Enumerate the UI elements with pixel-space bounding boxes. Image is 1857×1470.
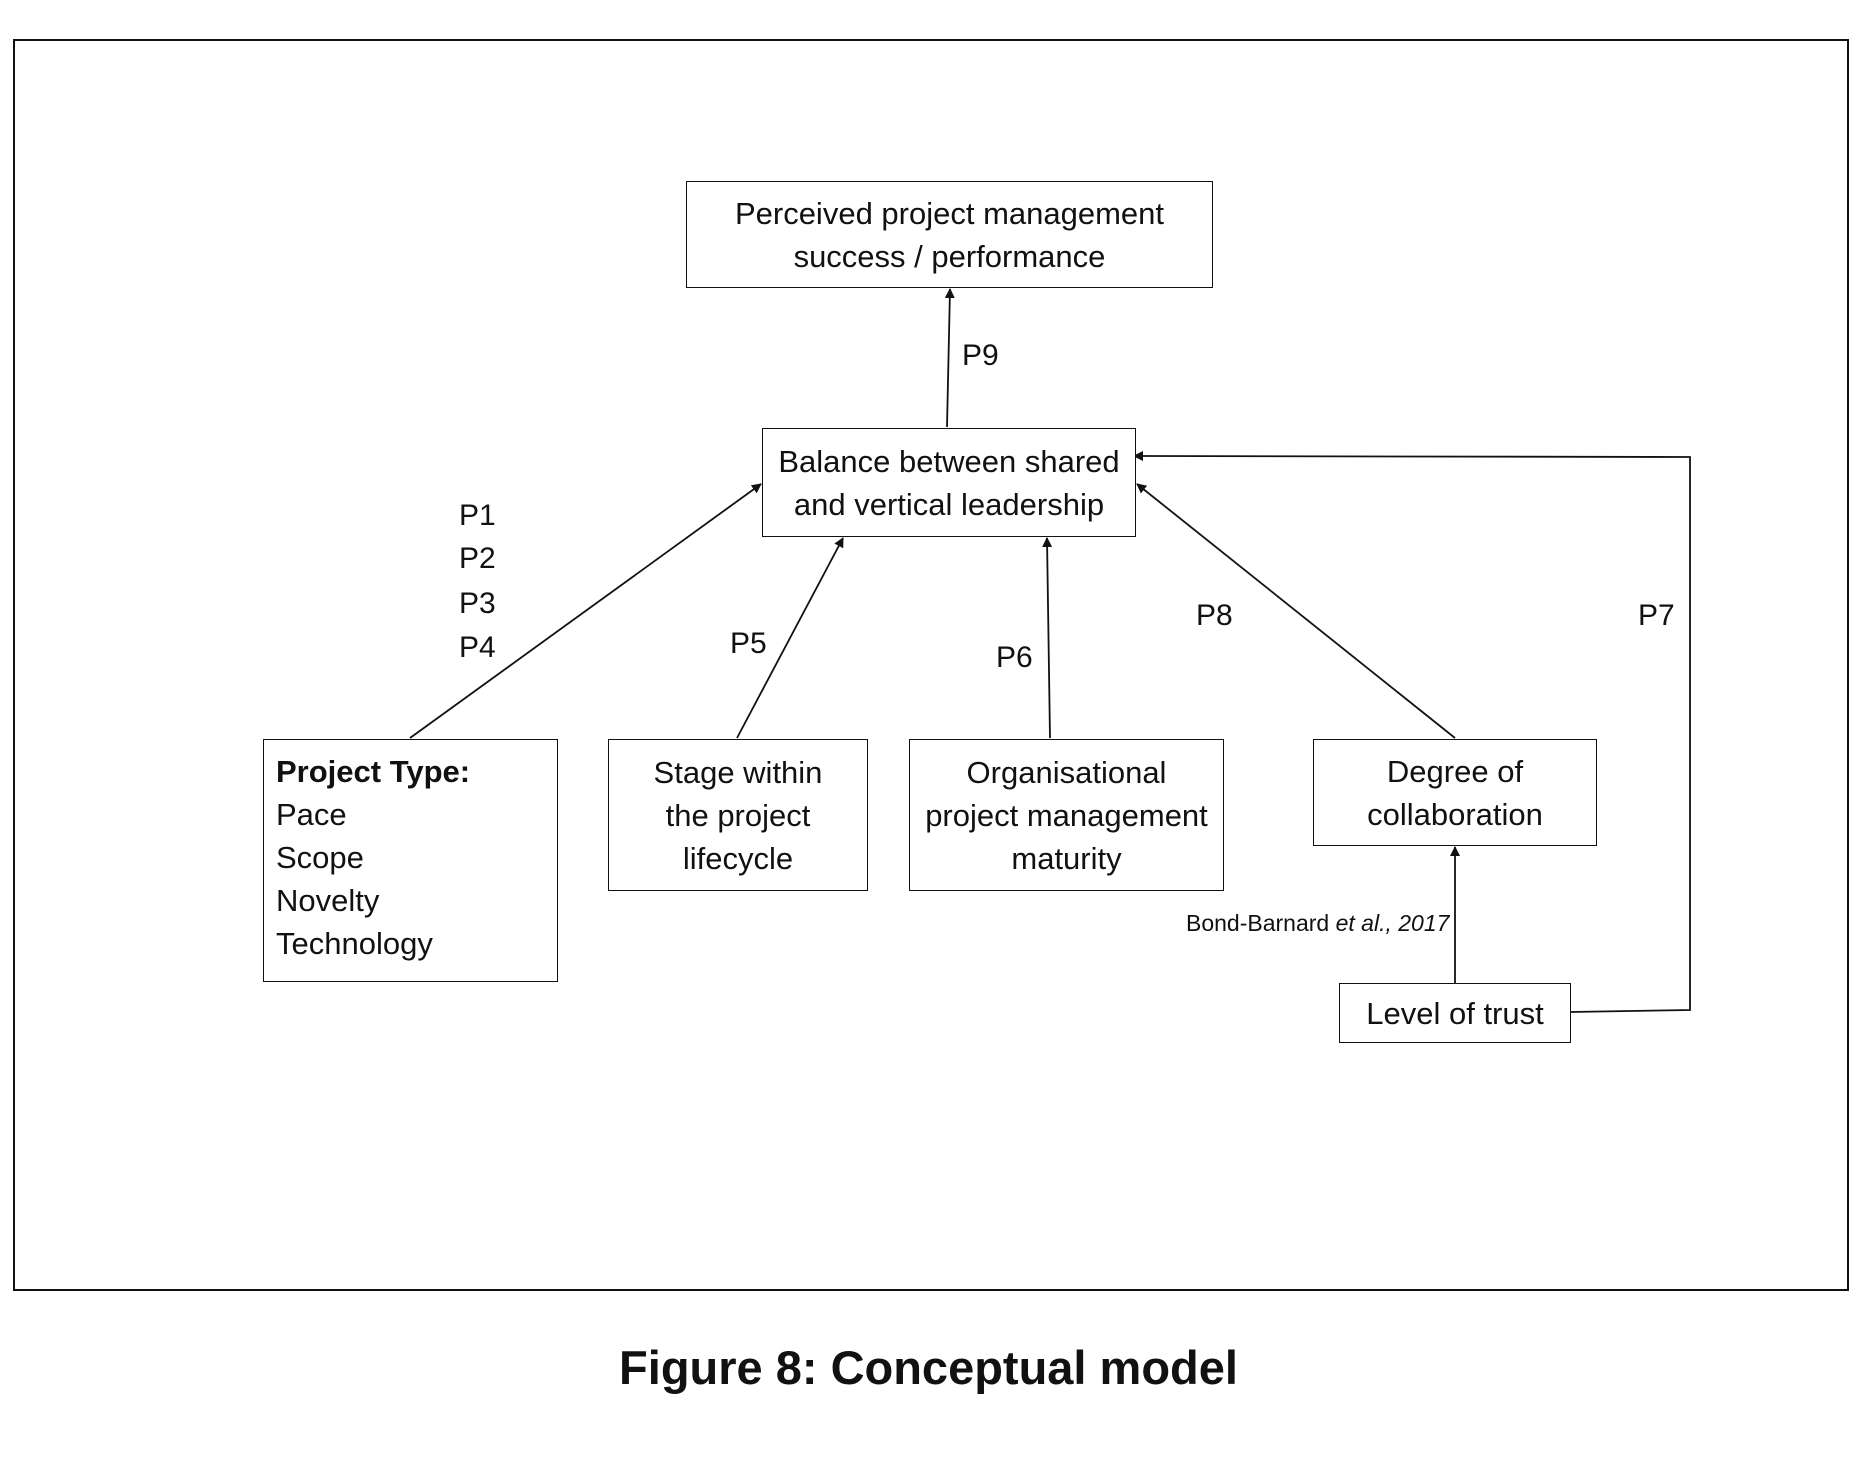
figure-caption: Figure 8: Conceptual model bbox=[619, 1341, 1238, 1394]
edge-label-p5: P5 bbox=[730, 627, 767, 660]
edge-label-p8: P8 bbox=[1196, 599, 1233, 632]
node-stage-line-2: the project bbox=[665, 797, 811, 833]
arrow-p6 bbox=[1042, 537, 1053, 739]
figure-frame bbox=[13, 39, 1849, 1291]
arrow-p9 bbox=[944, 288, 955, 428]
citation-authors: Bond-Barnard bbox=[1186, 910, 1336, 936]
arrow-p1-p4 bbox=[409, 483, 762, 739]
edge-label-p3: P3 bbox=[459, 587, 496, 620]
citation-label: Bond-Barnard et al., 2017 bbox=[1186, 910, 1449, 937]
edge-label-p6: P6 bbox=[996, 641, 1033, 674]
edge-label-p1: P1 bbox=[459, 499, 496, 532]
node-collaboration: Degree of collaboration bbox=[1313, 739, 1597, 846]
node-trust-line-1: Level of trust bbox=[1366, 995, 1544, 1031]
node-maturity-line-3: maturity bbox=[1011, 840, 1122, 876]
node-project-type-scope: Scope bbox=[276, 840, 364, 875]
arrow-p8 bbox=[1136, 483, 1456, 739]
node-stage-line-3: lifecycle bbox=[682, 840, 794, 876]
citation-etal: et al., 2017 bbox=[1335, 910, 1450, 936]
node-project-type: Project Type: Pace Scope Novelty Technol… bbox=[263, 739, 558, 982]
node-maturity-line-1: Organisational bbox=[966, 754, 1167, 790]
node-stage-line-1: Stage within bbox=[653, 754, 823, 790]
node-collaboration-line-2: collaboration bbox=[1367, 796, 1543, 832]
node-stage: Stage within the project lifecycle bbox=[608, 739, 868, 891]
node-balance-line-2: and vertical leadership bbox=[793, 486, 1105, 522]
node-trust: Level of trust bbox=[1339, 983, 1571, 1043]
node-collaboration-line-1: Degree of bbox=[1386, 753, 1524, 789]
edge-label-p4: P4 bbox=[459, 631, 496, 664]
node-maturity: Organisational project management maturi… bbox=[909, 739, 1224, 891]
node-project-type-heading: Project Type: bbox=[276, 754, 471, 789]
node-project-type-novelty: Novelty bbox=[276, 883, 380, 918]
node-balance-line-1: Balance between shared bbox=[778, 443, 1120, 479]
node-outcome-line-1: Perceived project management bbox=[734, 195, 1165, 231]
node-project-type-pace: Pace bbox=[276, 797, 347, 832]
node-balance: Balance between shared and vertical lead… bbox=[762, 428, 1136, 537]
node-project-type-technology: Technology bbox=[276, 926, 433, 961]
arrow-p7 bbox=[1133, 451, 1691, 1013]
node-outcome-line-2: success / performance bbox=[793, 238, 1106, 274]
node-outcome: Perceived project management success / p… bbox=[686, 181, 1213, 288]
arrow-p5 bbox=[736, 537, 844, 739]
node-maturity-line-2: project management bbox=[925, 797, 1208, 833]
edge-label-p2: P2 bbox=[459, 542, 496, 575]
edge-label-p9: P9 bbox=[962, 339, 999, 372]
edge-label-p7: P7 bbox=[1638, 599, 1675, 632]
